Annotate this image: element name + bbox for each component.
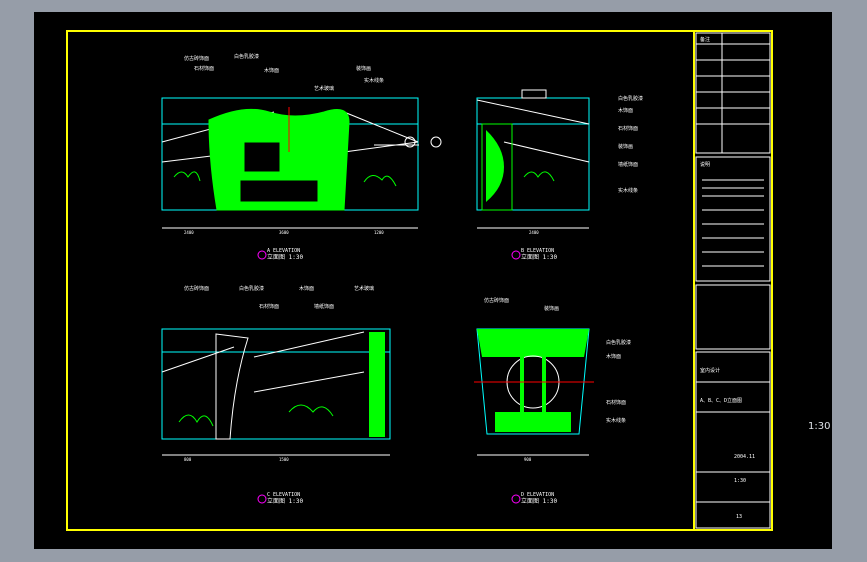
view-a-tag (257, 250, 267, 260)
elevation-view-d[interactable]: 仿古砖饰面 装饰画 白色乳胶漆 木饰面 石材饰面 实木线条 900 D ELEV… (474, 297, 631, 505)
elevation-view-a[interactable]: 仿古砖饰面 白色乳胶漆 石材饰面 木饰面 艺术玻璃 装饰画 实木线条 2400 … (161, 53, 419, 261)
view-a-cabinet (239, 179, 319, 203)
model-space-viewport[interactable]: 仿古砖饰面 白色乳胶漆 石材饰面 木饰面 艺术玻璃 装饰画 实木线条 2400 … (34, 12, 832, 549)
view-a-dim: 3600 (279, 230, 289, 235)
project-name: 室内设计 (700, 367, 720, 374)
view-c-line (253, 331, 365, 358)
view-b-caption: 立面图 1:30 (521, 253, 557, 261)
view-c-plant (178, 404, 334, 427)
view-a-screen (243, 141, 281, 173)
view-b-line (503, 141, 590, 163)
scale-readout: 1:30 (808, 421, 831, 432)
view-d-note: 木饰面 (606, 353, 621, 360)
elevation-view-b[interactable]: 白色乳胶漆 木饰面 石材饰面 装饰画 墙纸饰面 实木线条 2400 B ELEV… (430, 89, 643, 261)
view-c-column (369, 332, 385, 437)
view-b-note: 白色乳胶漆 (618, 95, 643, 102)
view-b-door-panel (486, 130, 504, 202)
view-a-line (343, 111, 419, 143)
drawing-number: 13 (736, 514, 742, 520)
view-c-line (161, 346, 235, 373)
view-c-note: 木饰面 (299, 285, 314, 292)
title-block-header: 备注 (700, 36, 710, 43)
view-a-note: 实木线条 (364, 77, 384, 84)
view-a-dim: 1200 (374, 230, 384, 235)
view-c-line (253, 371, 365, 393)
view-c-note: 白色乳胶漆 (239, 285, 264, 292)
view-b-note: 木饰面 (618, 107, 633, 114)
view-b-section-marker (430, 136, 442, 148)
view-d-note: 装饰画 (544, 305, 559, 312)
view-c-note: 墙纸饰面 (314, 303, 334, 310)
view-c-note: 艺术玻璃 (354, 285, 374, 292)
view-b-note: 石材饰面 (618, 125, 638, 132)
view-c-note: 仿古砖饰面 (184, 285, 209, 292)
view-c-caption: 立面图 1:30 (267, 497, 303, 505)
view-a-caption: 立面图 1:30 (267, 253, 303, 261)
view-a-dim: 2400 (184, 230, 194, 235)
view-a-note: 装饰画 (356, 65, 371, 72)
title-block[interactable]: 备注 说明 室内设计 A、B、C、D立面图 1:30 2004.11 13 (695, 32, 771, 529)
view-d-note: 实木线条 (606, 417, 626, 424)
view-b-door (481, 123, 513, 211)
title-block-notes (695, 156, 771, 282)
view-a-note: 石材饰面 (194, 65, 214, 72)
view-c-tag (257, 494, 267, 504)
view-d-note: 仿古砖饰面 (484, 297, 509, 304)
view-a-note: 仿古砖饰面 (184, 55, 209, 62)
drawing-scale: 1:30 (734, 478, 746, 484)
view-d-dim: 900 (524, 457, 532, 462)
view-d-top-band (477, 329, 589, 357)
view-d-note: 白色乳胶漆 (606, 339, 631, 346)
view-b-plant (523, 171, 555, 182)
view-d-title: D ELEVATION (521, 492, 554, 498)
view-d-note: 石材饰面 (606, 399, 626, 406)
view-a-line (343, 141, 419, 153)
sheet-border (66, 30, 773, 531)
elevation-view-c[interactable]: 仿古砖饰面 白色乳胶漆 木饰面 艺术玻璃 石材饰面 墙纸饰面 800 1500 … (161, 285, 391, 505)
view-c-title: C ELEVATION (267, 492, 300, 498)
view-c-curve-panel (215, 333, 249, 440)
drawing-date: 2004.11 (734, 454, 755, 460)
view-d-base (495, 412, 571, 432)
cad-drawing[interactable]: 仿古砖饰面 白色乳胶漆 石材饰面 木饰面 艺术玻璃 装饰画 实木线条 2400 … (34, 12, 832, 549)
notes-title: 说明 (700, 161, 710, 168)
view-b-title: B ELEVATION (521, 248, 554, 254)
title-block-grid-top (695, 32, 771, 154)
view-b-note: 墙纸饰面 (618, 161, 638, 168)
view-c-note: 石材饰面 (259, 303, 279, 310)
view-a-plant (173, 171, 397, 187)
view-a-title: A ELEVATION (267, 248, 300, 254)
view-b-note: 装饰画 (618, 143, 633, 150)
view-d-tag (511, 494, 521, 504)
view-d-caption: 立面图 1:30 (521, 497, 557, 505)
title-block-stamp-area (695, 284, 771, 350)
view-a-note: 白色乳胶漆 (234, 53, 259, 60)
drawing-name: A、B、C、D立面图 (700, 397, 742, 404)
view-b-tag (511, 250, 521, 260)
view-b-note: 实木线条 (618, 187, 638, 194)
view-b-vent (521, 89, 547, 99)
view-b-dim: 2400 (529, 230, 539, 235)
title-block-info (695, 351, 771, 529)
view-c-dim: 1500 (279, 457, 289, 462)
view-c-outline (161, 328, 391, 440)
view-b-line (476, 99, 590, 125)
view-a-section-marker (404, 136, 416, 148)
view-c-dim: 800 (184, 457, 192, 462)
view-a-note: 艺术玻璃 (314, 85, 334, 92)
view-a-note: 木饰面 (264, 67, 279, 74)
